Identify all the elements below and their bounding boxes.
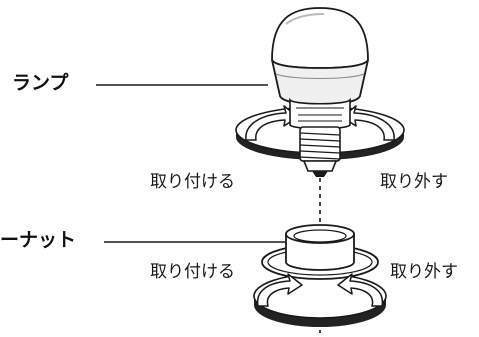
rotate-right-icon [256,273,303,307]
nut-label: ーナット [0,229,77,251]
attach-label-top: 取り付ける [150,172,235,192]
rotate-left-icon [337,273,384,307]
remove-label-top: 取り外す [380,172,448,192]
attach-label-bottom: 取り付ける [150,262,235,282]
lamp-bulb [271,7,369,177]
lamp-label: ランプ [12,72,69,94]
lower-rotation-disc [253,273,387,327]
remove-label-bottom: 取り外す [390,262,458,282]
nut-cylinder [285,224,355,271]
